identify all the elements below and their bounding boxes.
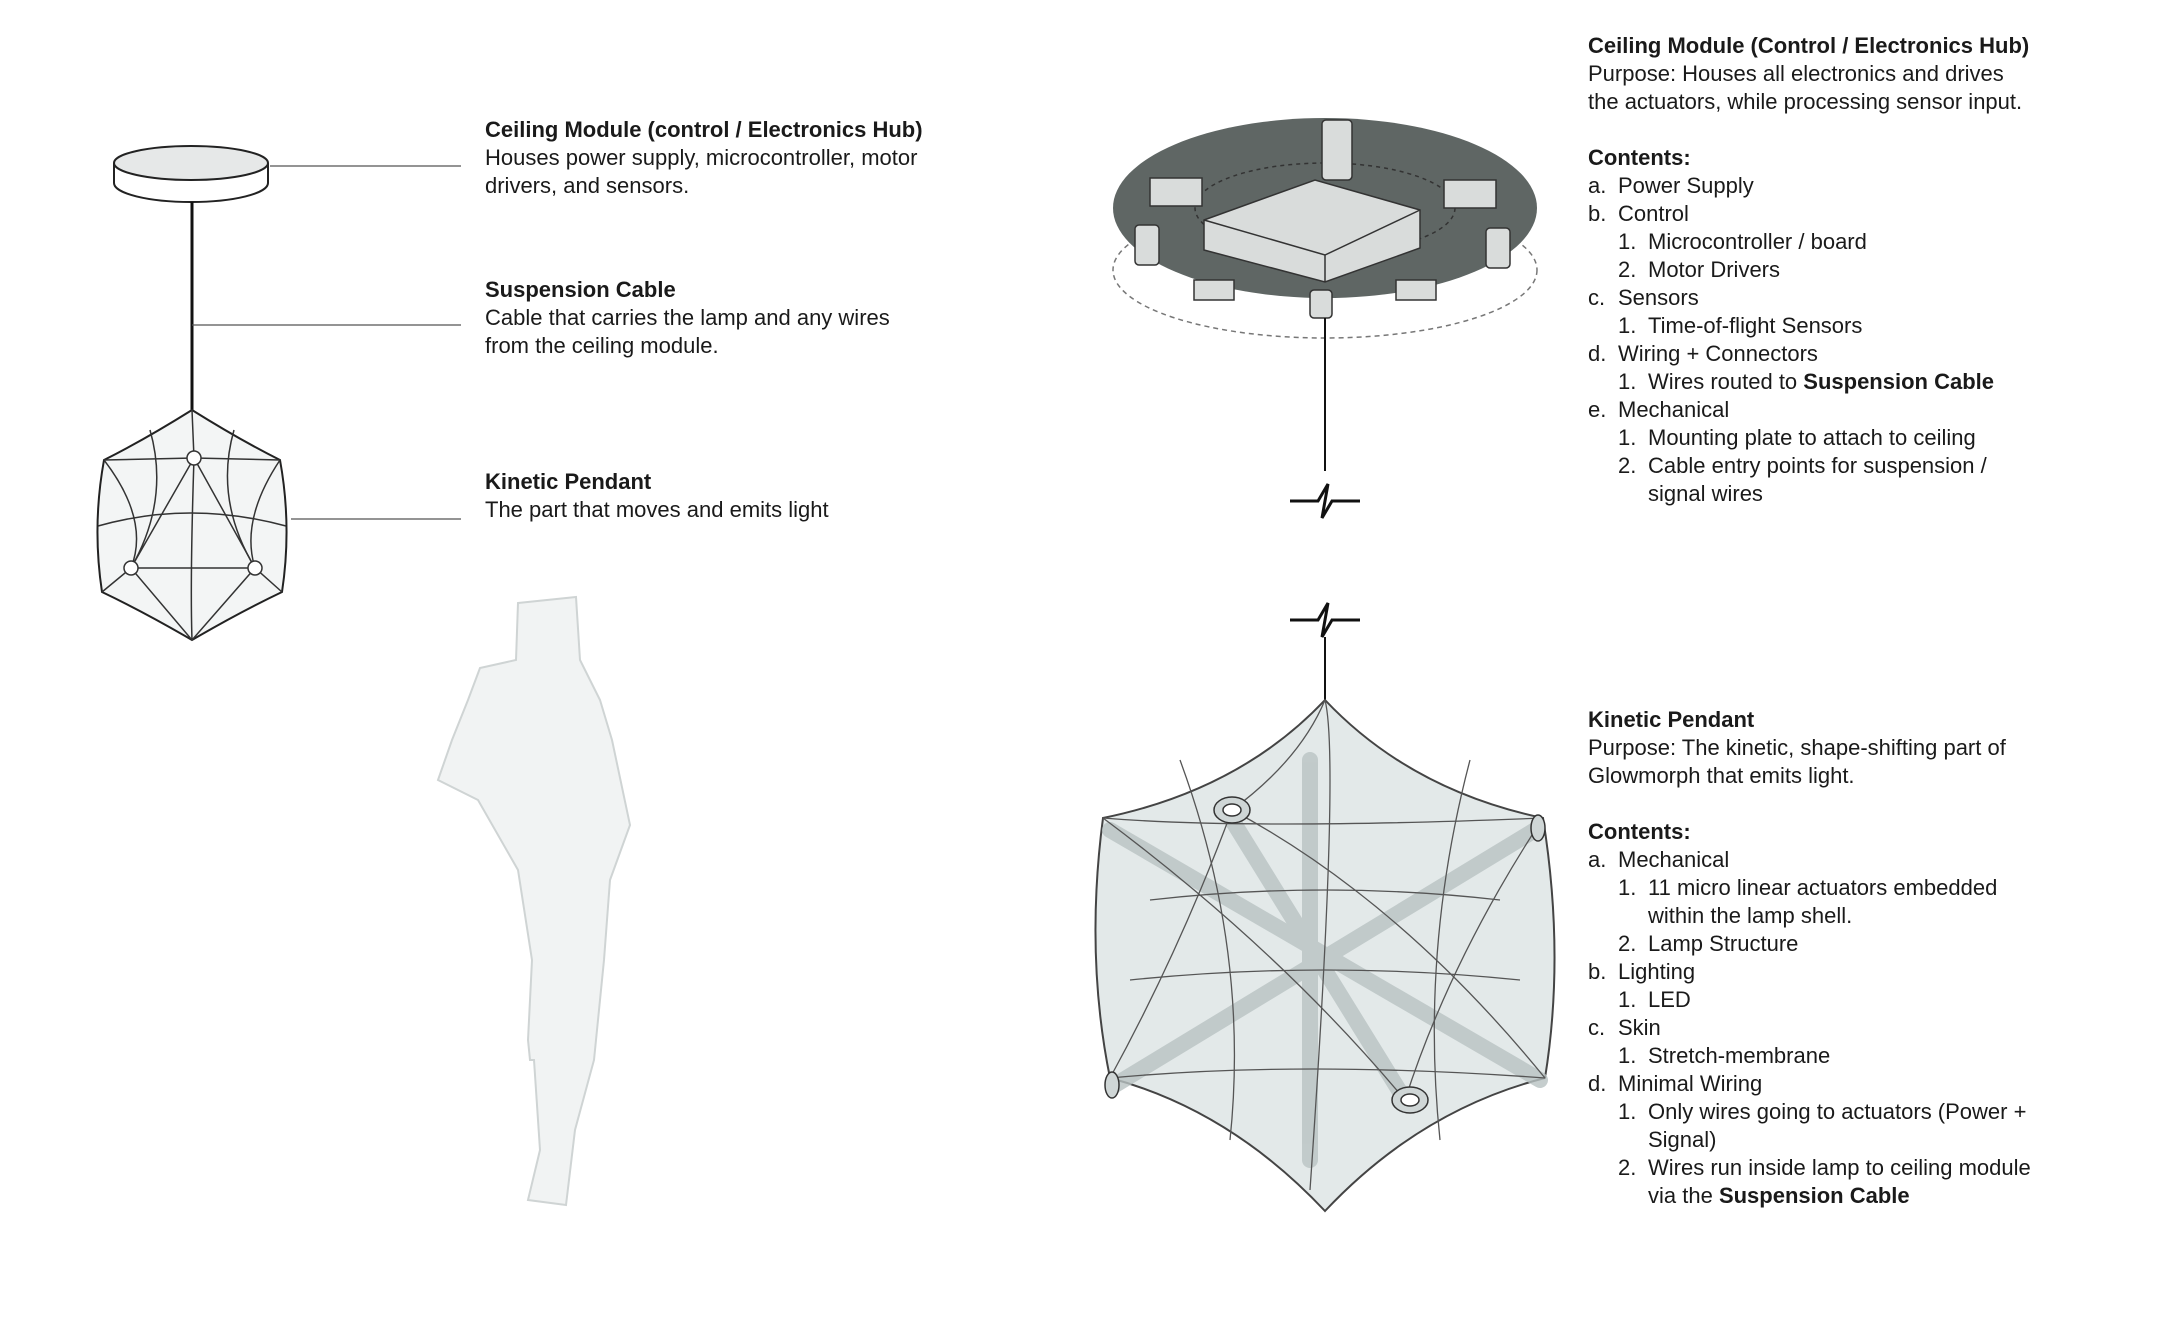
ceiling-module-3d	[1112, 118, 1538, 339]
leader-lines	[192, 165, 461, 520]
list-text: Motor Drivers	[1648, 257, 1781, 282]
list-text: 2.	[1618, 257, 1637, 282]
list-text: Mechanical	[1618, 397, 1730, 422]
list-item: 1. Only wires going to actuators (Power +…	[1588, 1098, 2031, 1154]
purpose-text: Purpose: The kinetic, shape-shifting par…	[1588, 735, 2006, 760]
list-text: signal wires	[1648, 481, 1763, 506]
list-text: Power Supply	[1618, 173, 1754, 198]
contents-heading: Contents:	[1588, 819, 1691, 844]
list-text: 1.	[1618, 369, 1637, 394]
list-item: a. Power Supply	[1588, 172, 2029, 200]
purpose-text: the actuators, while processing sensor i…	[1588, 89, 2023, 114]
ceiling-module-description: Ceiling Module (Control / Electronics Hu…	[1588, 32, 2029, 508]
list-text: Signal)	[1648, 1127, 1717, 1152]
list-item: a. Mechanical	[1588, 846, 2031, 874]
small-pendant	[96, 408, 288, 642]
section-title: Kinetic Pendant	[1588, 707, 1755, 732]
list-text: Skin	[1618, 1015, 1661, 1040]
list-text: 2.	[1618, 931, 1637, 956]
list-item: 1. LED	[1588, 986, 2031, 1014]
label-text: The part that moves and emits light	[485, 497, 829, 522]
label-text: from the ceiling module.	[485, 333, 719, 358]
label-title: Kinetic Pendant	[485, 469, 652, 494]
list-item: c. Skin	[1588, 1014, 2031, 1042]
list-text: Mounting plate to attach to ceiling	[1648, 425, 1976, 450]
list-item: c. Sensors	[1588, 284, 2029, 312]
list-text: LED	[1648, 987, 1691, 1012]
list-text: 1.	[1618, 987, 1637, 1012]
list-text: Lamp Structure	[1648, 931, 1799, 956]
list-text: 2.	[1618, 453, 1637, 478]
list-text: Wires run inside lamp to ceiling module	[1648, 1155, 2031, 1180]
list-item: 1. Mounting plate to attach to ceiling	[1588, 424, 2029, 452]
list-item: 1. Microcontroller / board	[1588, 228, 2029, 256]
kinetic-pendant-3d	[1094, 698, 1556, 1213]
label-kinetic-pendant: Kinetic Pendant The part that moves and …	[485, 468, 829, 524]
list-text: Microcontroller / board	[1648, 229, 1867, 254]
list-text: Lighting	[1618, 959, 1696, 984]
list-text: within the lamp shell.	[1648, 903, 1853, 928]
label-text: drivers, and sensors.	[485, 173, 690, 198]
label-suspension-cable: Suspension Cable Cable that carries the …	[485, 276, 890, 360]
list-text: e.	[1588, 397, 1607, 422]
list-text: b.	[1588, 959, 1607, 984]
list-item: 2. Lamp Structure	[1588, 930, 2031, 958]
kinetic-pendant-description: Kinetic Pendant Purpose: The kinetic, sh…	[1588, 706, 2031, 1210]
list-text: a.	[1588, 847, 1607, 872]
list-text: 1.	[1618, 229, 1637, 254]
human-scale-silhouette	[436, 595, 632, 1207]
list-item: b. Control	[1588, 200, 2029, 228]
purpose-text: Glowmorph that emits light.	[1588, 763, 1855, 788]
list-item: 2. Motor Drivers	[1588, 256, 2029, 284]
list-item: 2. Wires run inside lamp to ceiling modul…	[1588, 1154, 2031, 1210]
list-text: Minimal Wiring	[1618, 1071, 1763, 1096]
list-text: d.	[1588, 1071, 1607, 1096]
label-ceiling-module: Ceiling Module (control / Electronics Hu…	[485, 116, 923, 200]
list-text: via the	[1648, 1183, 1719, 1208]
list-item: 2. Cable entry points for suspension / sig…	[1588, 452, 2029, 508]
list-item: d. Wiring + Connectors	[1588, 340, 2029, 368]
list-text: Wires routed to	[1648, 369, 1804, 394]
list-text: 1.	[1618, 1099, 1637, 1124]
list-text: Suspension Cable	[1718, 1183, 1910, 1208]
section-title: Ceiling Module (Control / Electronics Hu…	[1588, 33, 2030, 58]
list-item: b. Lighting	[1588, 958, 2031, 986]
list-text: c.	[1588, 285, 1606, 310]
label-text: Cable that carries the lamp and any wire…	[485, 305, 890, 330]
list-text: 1.	[1618, 875, 1637, 900]
label-text: Houses power supply, microcontroller, mo…	[485, 145, 918, 170]
list-item: 1. Stretch-membrane	[1588, 1042, 2031, 1070]
suspension-cable-break	[1290, 318, 1360, 700]
list-text: c.	[1588, 1015, 1606, 1040]
list-item: e. Mechanical	[1588, 396, 2029, 424]
list-text: Stretch-membrane	[1648, 1043, 1831, 1068]
label-title: Ceiling Module (control / Electronics Hu…	[485, 117, 923, 142]
list-item: d. Minimal Wiring	[1588, 1070, 2031, 1098]
list-text: 11 micro linear actuators embedded	[1648, 875, 1998, 900]
list-text: Time-of-flight Sensors	[1648, 313, 1863, 338]
list-text: d.	[1588, 341, 1607, 366]
list-text: Wiring + Connectors	[1618, 341, 1818, 366]
list-text: a.	[1588, 173, 1607, 198]
contents-heading: Contents:	[1588, 145, 1691, 170]
list-text: Sensors	[1618, 285, 1699, 310]
list-text: Control	[1618, 201, 1689, 226]
list-text: Only wires going to actuators (Power +	[1648, 1099, 2027, 1124]
list-text: Suspension Cable	[1803, 369, 1994, 394]
list-item: 1. Time-of-flight Sensors	[1588, 312, 2029, 340]
list-text: Cable entry points for suspension /	[1648, 453, 1987, 478]
list-text: 1.	[1618, 425, 1637, 450]
purpose-text: Purpose: Houses all electronics and driv…	[1588, 61, 2004, 86]
list-text: 2.	[1618, 1155, 1637, 1180]
label-title: Suspension Cable	[485, 277, 676, 302]
list-text: 1.	[1618, 1043, 1637, 1068]
list-text: b.	[1588, 201, 1607, 226]
list-item: 1. 11 micro linear actuators embedded with…	[1588, 874, 2031, 930]
list-text: 1.	[1618, 313, 1637, 338]
list-item: 1. Wires routed to Suspension Cable	[1588, 368, 2029, 396]
small-ceiling-module	[113, 145, 269, 203]
list-text: Mechanical	[1618, 847, 1730, 872]
